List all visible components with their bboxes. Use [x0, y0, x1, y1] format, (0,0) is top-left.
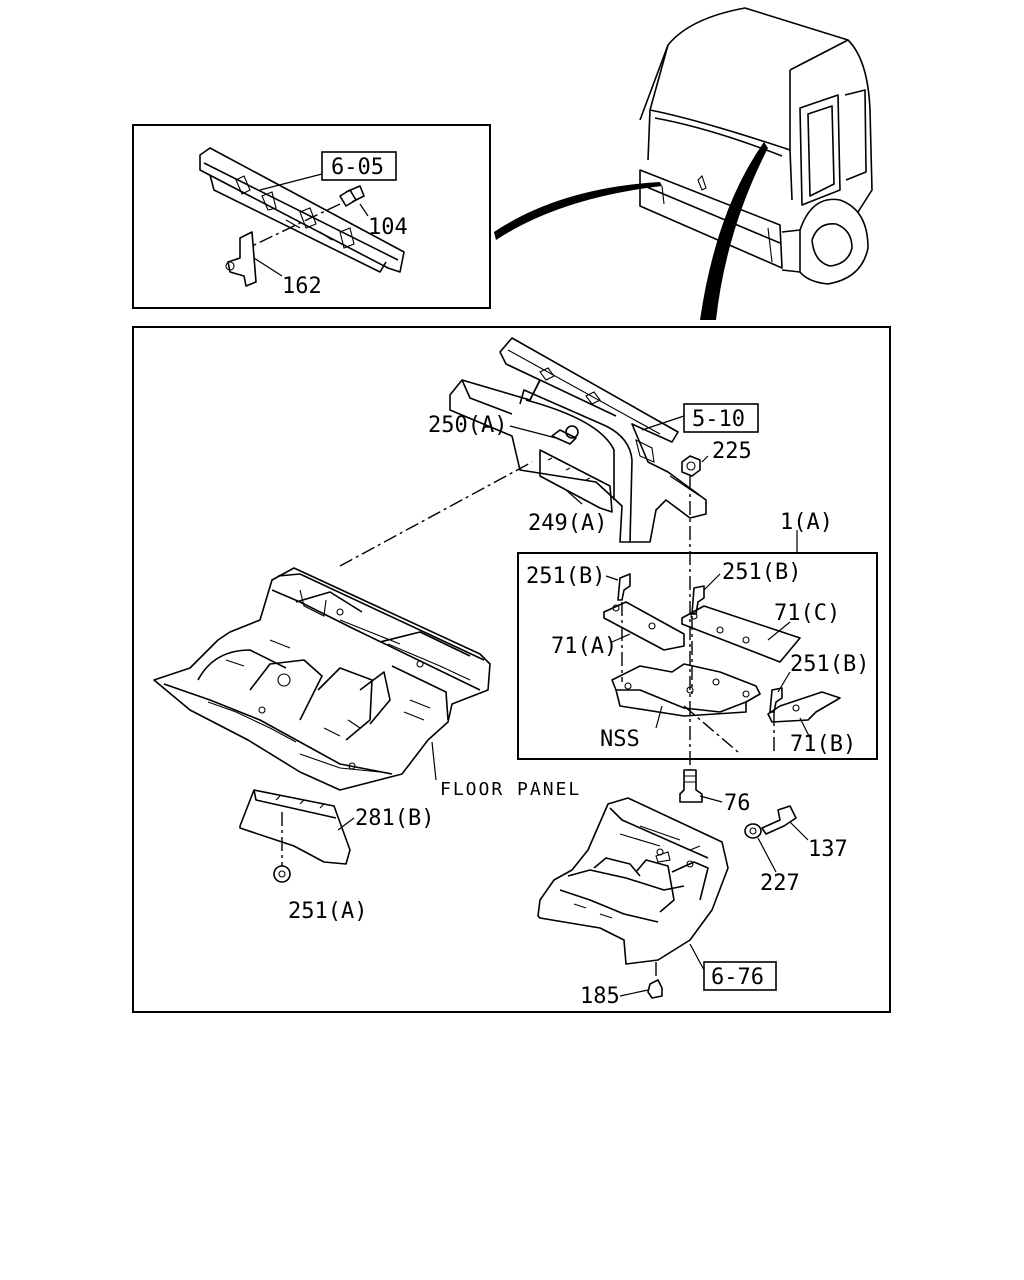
truck-cab-illustration: [494, 7, 873, 320]
label-185: 185: [580, 984, 620, 1009]
label-137: 137: [808, 837, 848, 862]
label-104: 104: [368, 215, 408, 240]
label-251b-right: 251(B): [722, 560, 801, 585]
label-71c: 71(C): [774, 601, 840, 626]
label-floor-panel: FLOOR PANEL: [440, 779, 581, 800]
ref-6-76: 6-76: [711, 965, 764, 990]
label-76: 76: [724, 791, 751, 816]
label-71b: 71(B): [790, 732, 856, 757]
leaders-main: [337, 415, 811, 997]
rear-floor-panel: [537, 797, 729, 965]
floor-panel: [153, 567, 491, 791]
plate-assembly: [603, 573, 841, 753]
label-225: 225: [712, 439, 752, 464]
bolt-137: [761, 805, 797, 835]
label-227: 227: [760, 871, 800, 896]
ref-6-05: 6-05: [331, 155, 384, 180]
bolt-76: [679, 769, 703, 803]
ref-5-10: 5-10: [692, 407, 745, 432]
label-1a: 1(A): [780, 510, 833, 535]
leaders-inset: [253, 173, 369, 277]
floor-to-member-line: [339, 461, 533, 567]
label-281b: 281(B): [355, 806, 434, 831]
cross-member-assembly: [199, 147, 405, 287]
ref-box-6-05: [321, 151, 397, 181]
label-251b-left: 251(B): [526, 564, 605, 589]
insulator-281b: [239, 789, 351, 865]
label-251b-lower: 251(B): [790, 652, 869, 677]
nut-225: [681, 455, 701, 477]
inset-frame: [132, 124, 491, 309]
label-250a: 250(A): [428, 413, 507, 438]
label-162: 162: [282, 274, 322, 299]
label-249a: 249(A): [528, 511, 607, 536]
bolt-185: [647, 979, 663, 999]
ref-box-5-10: [683, 403, 759, 433]
subassembly-frame: [517, 552, 878, 760]
ref-box-6-76: [703, 961, 777, 991]
label-71a: 71(A): [551, 634, 617, 659]
label-251a: 251(A): [288, 899, 367, 924]
washer-227: [744, 823, 762, 839]
cab-rear-member: [449, 337, 707, 543]
main-frame: [132, 326, 891, 1013]
label-nss: NSS: [600, 727, 640, 752]
clip-251a: [273, 865, 291, 883]
